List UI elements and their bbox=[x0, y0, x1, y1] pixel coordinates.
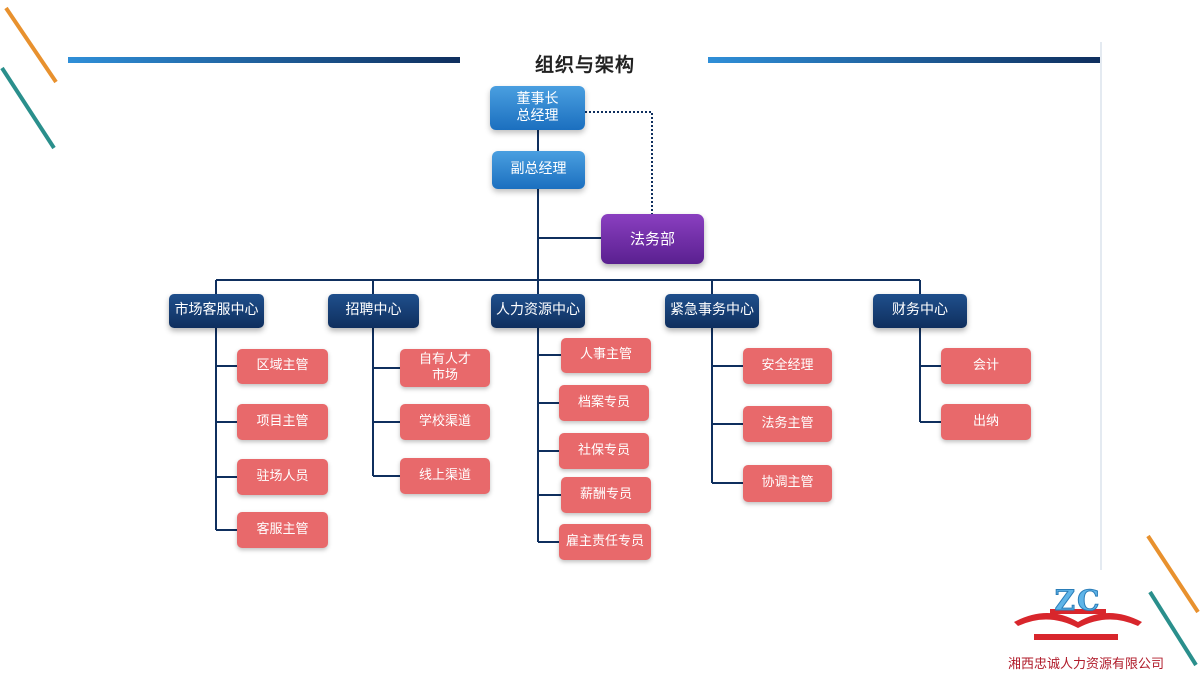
sub-school-channel: 学校渠道 bbox=[400, 404, 490, 440]
connector-dotted-legal bbox=[585, 111, 653, 214]
deputy-gm-node: 副总经理 bbox=[492, 151, 585, 189]
corner-stroke-orange-top bbox=[4, 6, 58, 84]
page-title: 组织与架构 bbox=[534, 54, 635, 76]
sub-cashier: 出纳 bbox=[941, 404, 1031, 440]
corner-stroke-orange-bottom bbox=[1146, 534, 1200, 614]
connector-lines bbox=[215, 130, 941, 543]
corner-stroke-teal-top bbox=[0, 66, 56, 150]
sub-safety-manager: 安全经理 bbox=[743, 348, 832, 384]
center-market-service: 市场客服中心 bbox=[169, 294, 264, 328]
logo-graphic bbox=[1014, 609, 1142, 640]
center-recruitment: 招聘中心 bbox=[328, 294, 419, 328]
center-finance: 财务中心 bbox=[873, 294, 967, 328]
sub-region-supervisor: 区域主管 bbox=[237, 349, 328, 384]
sub-coordination-supervisor: 协调主管 bbox=[743, 465, 832, 502]
company-name: 湘西忠诚人力资源有限公司 bbox=[1008, 657, 1165, 672]
sub-archive-specialist: 档案专员 bbox=[559, 385, 649, 421]
corner-stroke-teal-bottom bbox=[1148, 590, 1198, 667]
sub-customer-service-supervisor: 客服主管 bbox=[237, 512, 328, 548]
header-line-right bbox=[708, 57, 1100, 63]
sub-accountant: 会计 bbox=[941, 348, 1031, 384]
chairman-node: 董事长 总经理 bbox=[490, 86, 585, 130]
legal-dept-node: 法务部 bbox=[601, 214, 704, 264]
sub-project-supervisor: 项目主管 bbox=[237, 404, 328, 440]
sub-personnel-supervisor: 人事主管 bbox=[561, 338, 651, 373]
header-line-left bbox=[68, 57, 460, 63]
sub-compensation-specialist: 薪酬专员 bbox=[561, 477, 651, 513]
sub-onsite-staff: 驻场人员 bbox=[237, 459, 328, 495]
sub-social-security-specialist: 社保专员 bbox=[559, 433, 649, 469]
center-emergency: 紧急事务中心 bbox=[665, 294, 759, 328]
sub-legal-supervisor: 法务主管 bbox=[743, 406, 832, 442]
sub-online-channel: 线上渠道 bbox=[400, 458, 490, 494]
sub-own-talent-market: 自有人才 市场 bbox=[400, 349, 490, 387]
center-hr: 人力资源中心 bbox=[491, 294, 585, 328]
sub-employer-liability-specialist: 雇主责任专员 bbox=[559, 524, 651, 560]
logo-letters: ZC bbox=[1054, 584, 1102, 618]
